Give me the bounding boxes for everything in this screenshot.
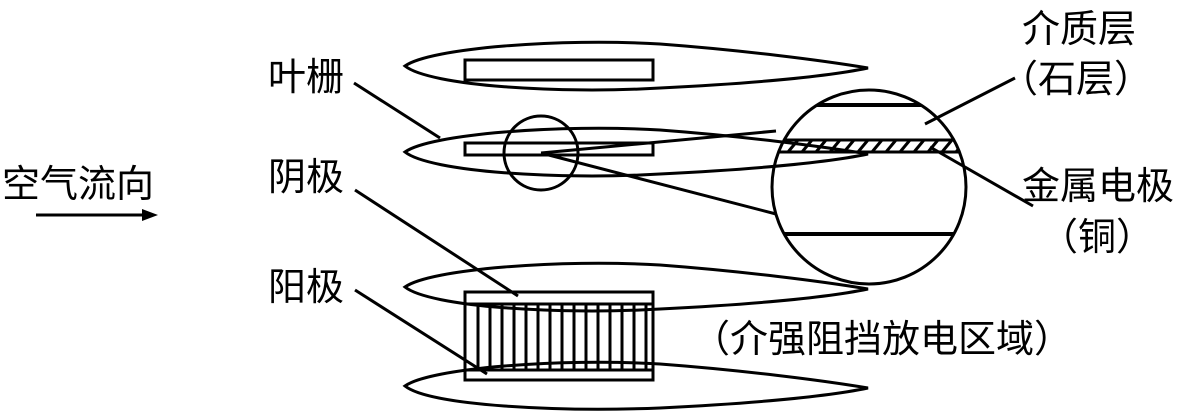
label-airflow: 空气流向 bbox=[2, 162, 155, 206]
label-metal-material: （铜） bbox=[1040, 215, 1155, 259]
hatch-line bbox=[870, 139, 884, 153]
label-discharge-zone: （介强阻挡放电区域） bbox=[692, 317, 1073, 361]
hatch-line bbox=[884, 139, 898, 153]
hatch-line bbox=[898, 139, 912, 153]
label-dielectric: 介质层 bbox=[1022, 7, 1137, 51]
blade-middle bbox=[402, 126, 869, 178]
hatch-line bbox=[814, 139, 828, 153]
label-cascade: 叶栅 bbox=[268, 55, 345, 99]
hatch-line bbox=[970, 140, 980, 152]
detail-magnified bbox=[760, 88, 980, 286]
hatch-line bbox=[800, 139, 814, 153]
hatch-line bbox=[786, 139, 800, 153]
label-dielectric-material: （石层） bbox=[1000, 57, 1153, 101]
hatch-line bbox=[842, 139, 856, 153]
blade-middle-electrode bbox=[463, 141, 655, 157]
hatch-line bbox=[828, 139, 842, 153]
hatch-line bbox=[940, 139, 954, 153]
blade-top bbox=[402, 40, 869, 92]
blade-top-electrode bbox=[463, 58, 655, 82]
hatch-line bbox=[760, 140, 770, 152]
leader-lines bbox=[353, 76, 1034, 376]
airflow-arrow bbox=[36, 209, 158, 221]
hatch-line bbox=[926, 139, 940, 153]
label-anode: 阳极 bbox=[268, 265, 345, 309]
hatch-line bbox=[856, 139, 870, 153]
hatch-line bbox=[912, 139, 926, 153]
discharge-vertical-lines bbox=[476, 304, 648, 370]
label-metal-electrode: 金属电极 bbox=[1022, 164, 1175, 208]
label-cathode: 阴极 bbox=[268, 155, 345, 199]
detail-circle-small bbox=[502, 114, 580, 192]
discharge-region bbox=[463, 290, 655, 382]
